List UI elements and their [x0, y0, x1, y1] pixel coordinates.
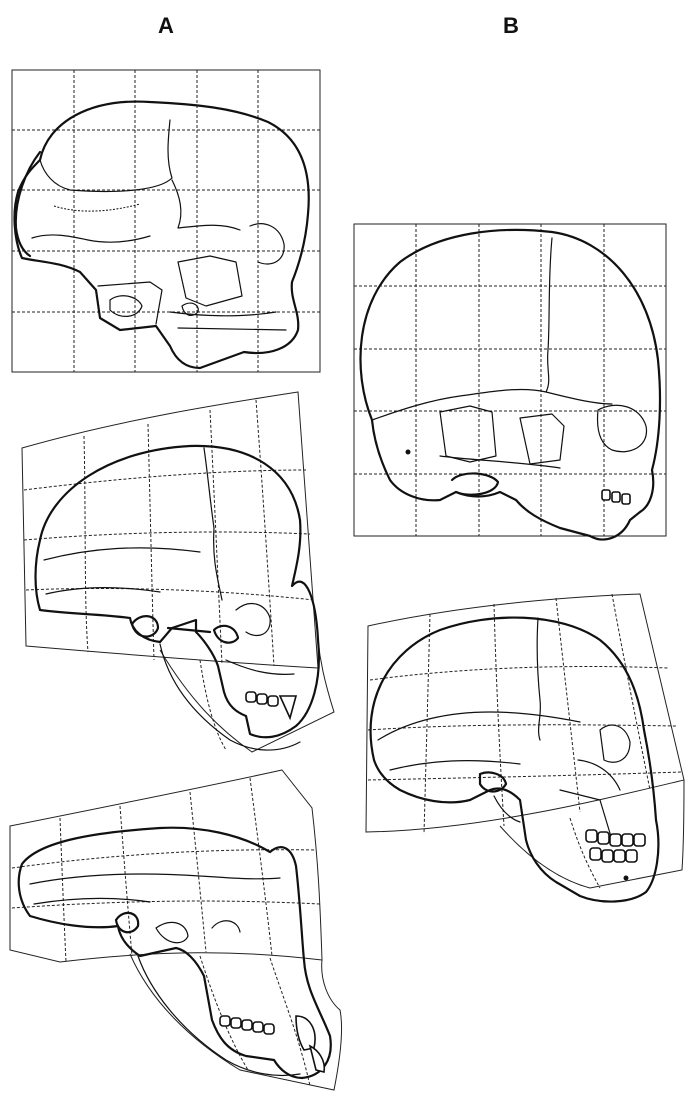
skull-a2-adult-ape — [22, 392, 334, 752]
skull-b2-human-adult — [366, 594, 684, 902]
grid-a1 — [12, 70, 320, 372]
skull-a3-adult-male-ape — [10, 770, 342, 1090]
teeth-b1 — [602, 490, 630, 504]
teeth-b2 — [586, 830, 645, 862]
outline-a2 — [36, 446, 319, 750]
skull-b1-human-infant — [354, 224, 666, 539]
grid-a3 — [10, 770, 342, 1090]
skull-a1-infant-ape — [12, 70, 320, 372]
outline-a1 — [15, 102, 309, 368]
outline-b1 — [360, 230, 660, 540]
teeth-a2 — [246, 692, 296, 718]
outline-b2 — [371, 618, 659, 902]
teeth-a3 — [220, 1016, 324, 1072]
